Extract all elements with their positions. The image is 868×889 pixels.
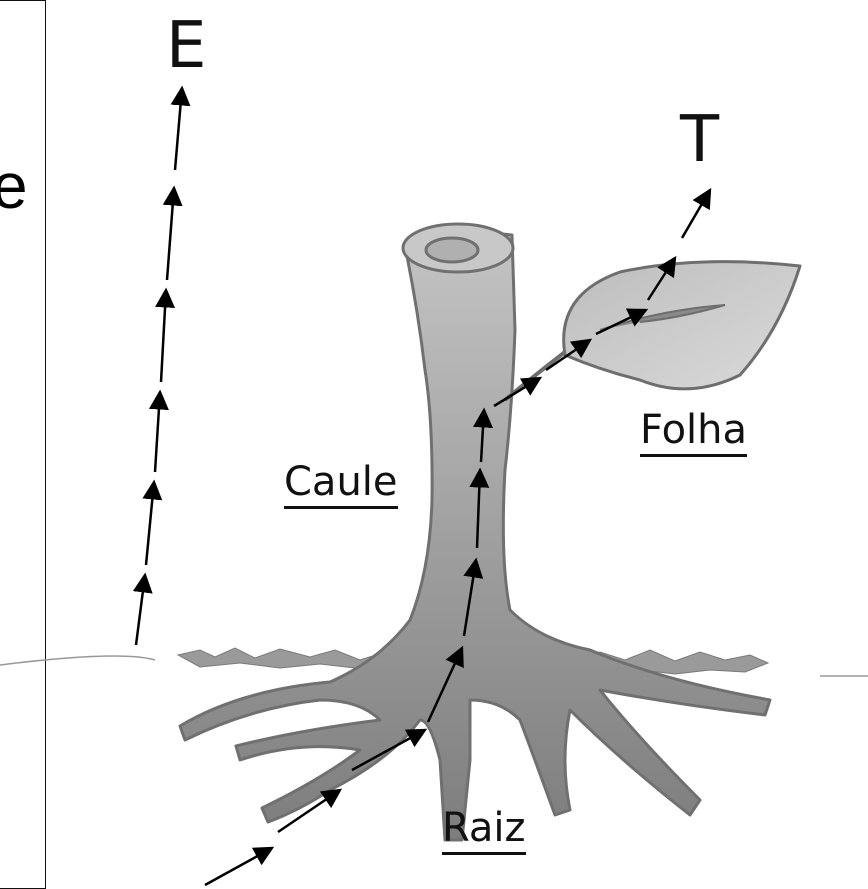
leaf: [564, 262, 800, 389]
stem-top-ring: [426, 238, 478, 262]
evap-arrow: [167, 188, 174, 280]
evap-arrow: [155, 392, 160, 472]
root-label: Raiz: [442, 808, 526, 855]
stem-label: Caule: [284, 462, 398, 509]
ground-line: [0, 656, 155, 665]
transpiration-letter: T: [680, 108, 719, 172]
grass-left: [178, 648, 385, 668]
evap-arrow: [136, 575, 145, 645]
leaf-label: Folha: [640, 410, 747, 457]
water-arrow: [205, 848, 272, 885]
evap-arrow: [175, 88, 182, 170]
evaporation-arrows: [136, 88, 182, 645]
evap-arrow: [146, 482, 154, 565]
water-arrow: [682, 190, 710, 238]
evap-arrow: [161, 290, 166, 382]
evaporation-letter: E: [166, 14, 206, 78]
